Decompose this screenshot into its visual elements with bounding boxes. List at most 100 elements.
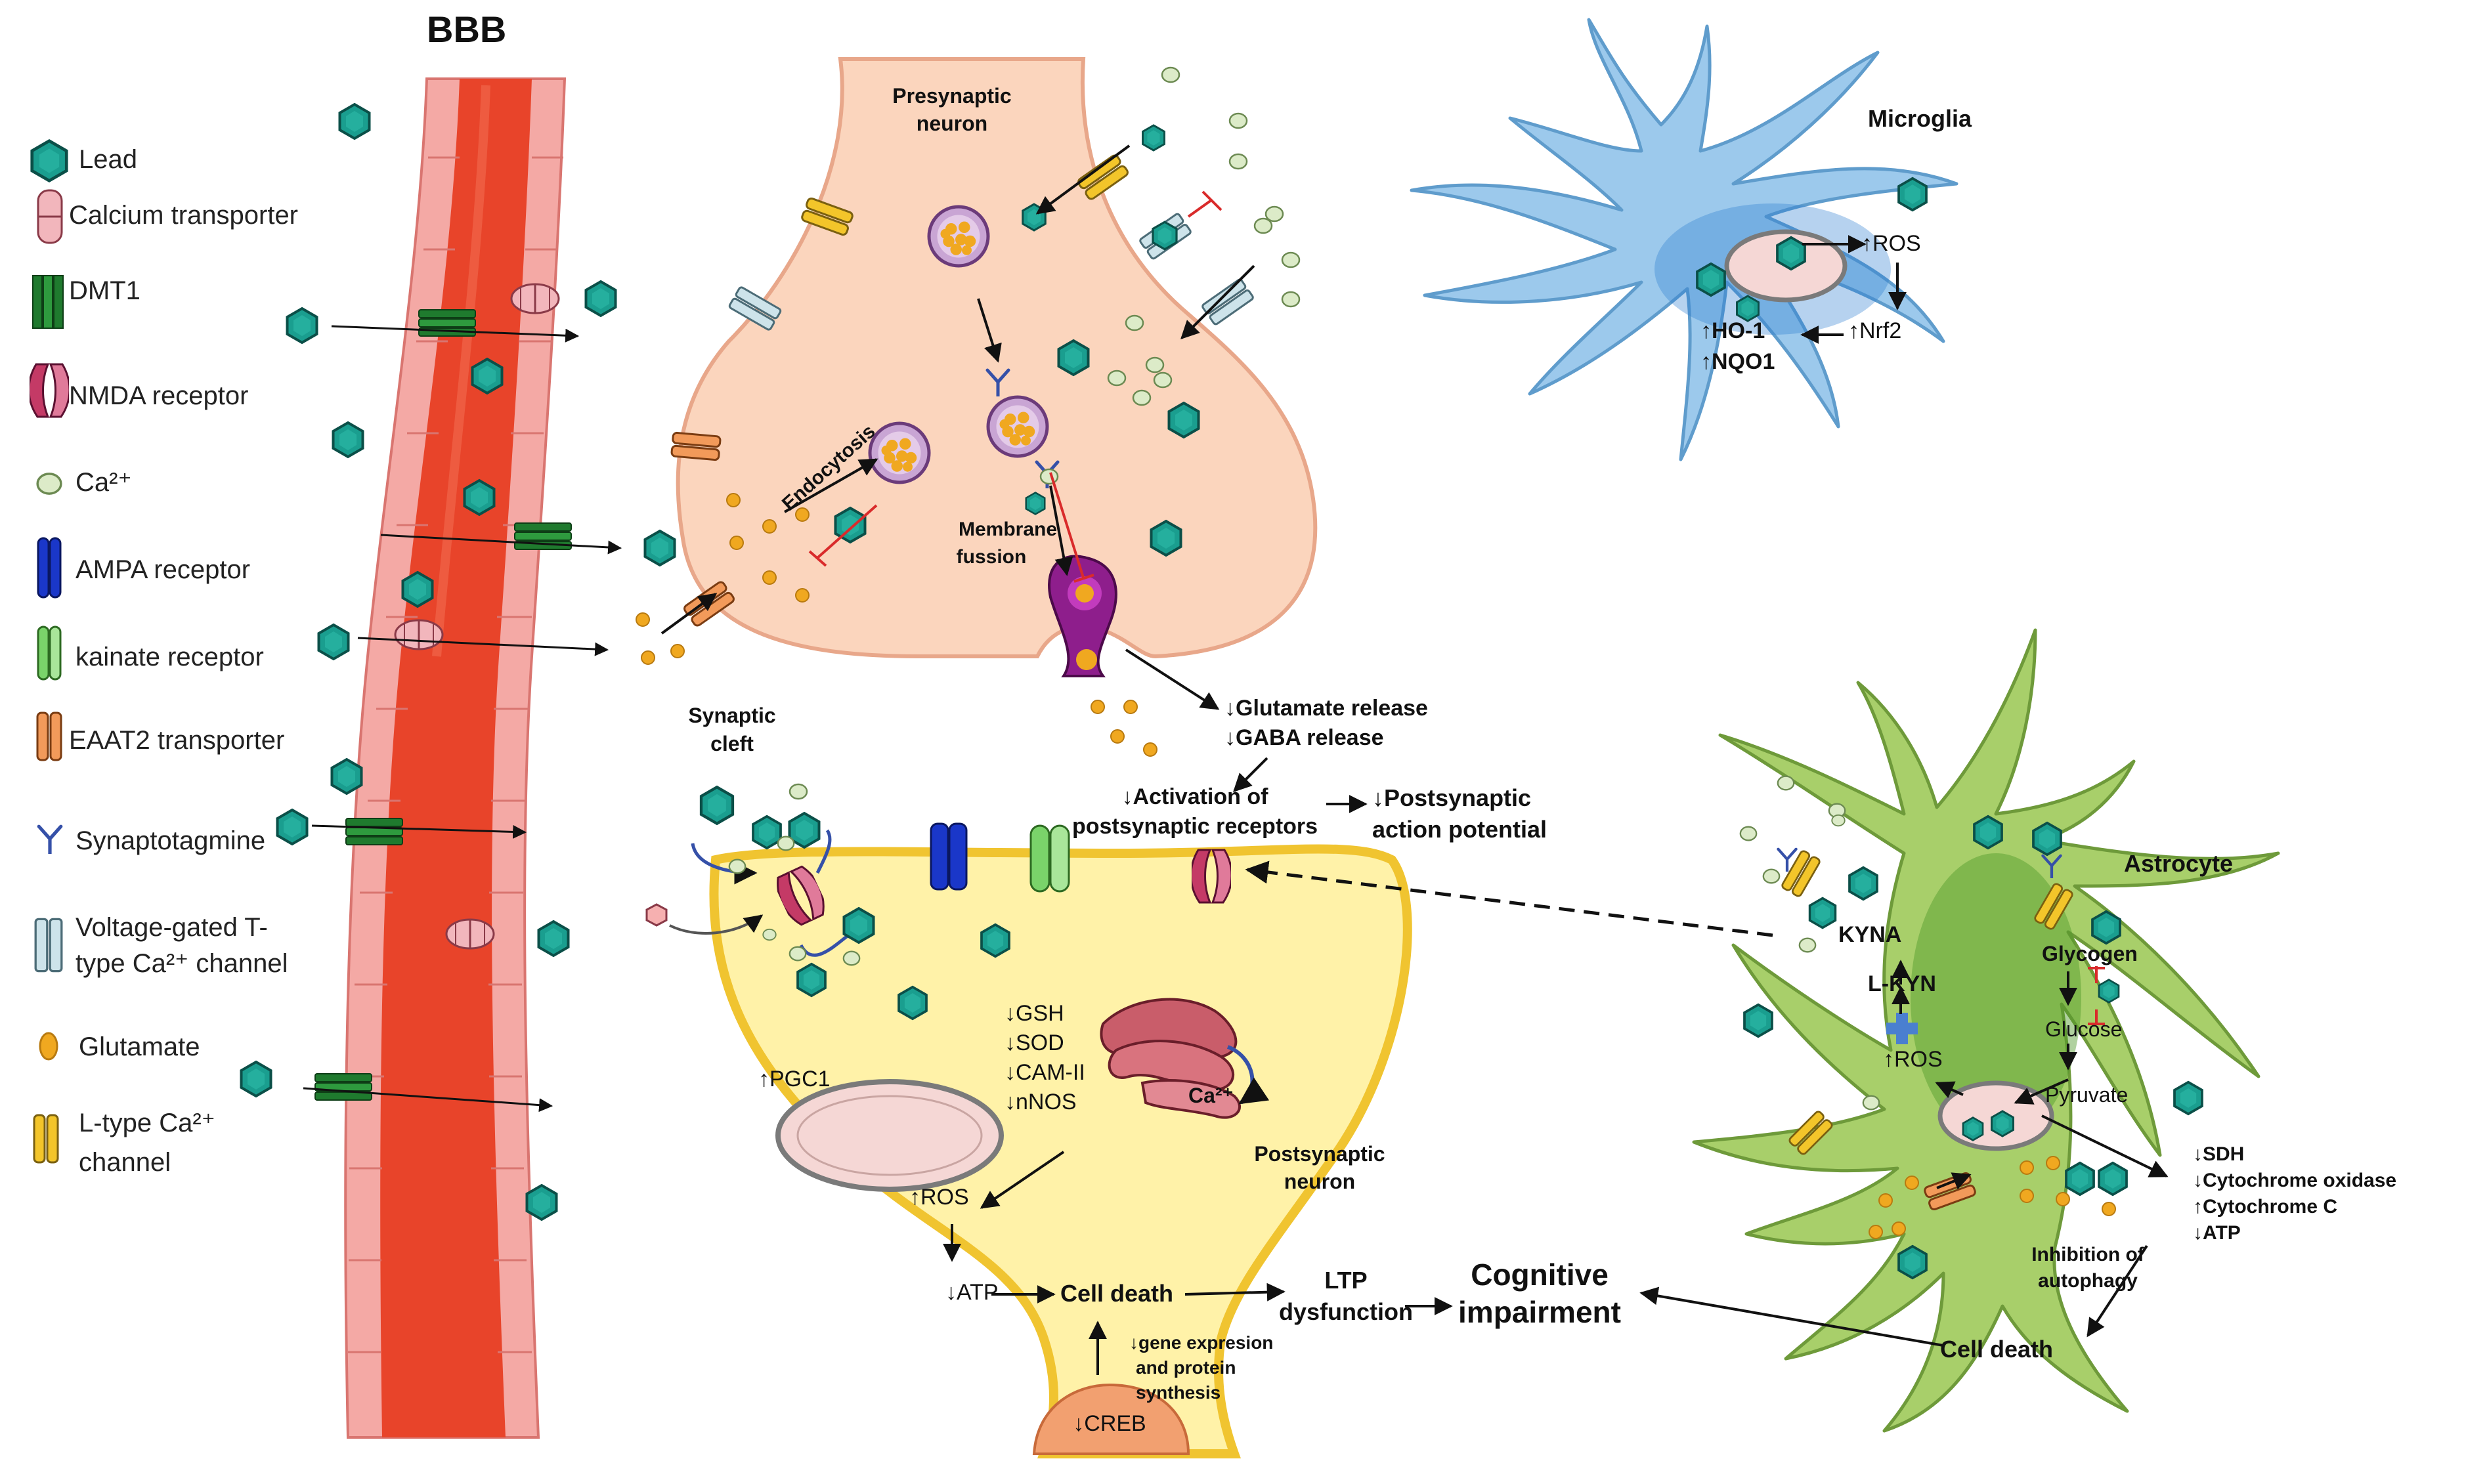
vesicle-endocytosis (870, 423, 929, 482)
membrane-label-line1: Membrane (958, 519, 1058, 540)
presynaptic-title-line2: neuron (916, 112, 988, 135)
vesicle-1 (929, 207, 988, 266)
postsynaptic-title-line2: neuron (1284, 1170, 1356, 1193)
astrocyte-ros-label: ↑ROS (1883, 1047, 1943, 1072)
legend-calcium-transporter-label: Calcium transporter (69, 201, 299, 230)
astrocyte-channels (1778, 849, 2075, 1212)
presynaptic-arrows (660, 144, 1255, 710)
pyruvate-label: Pyruvate (2045, 1083, 2129, 1107)
cyto-oxidase-label: ↓Cytochrome oxidase (2193, 1170, 2397, 1191)
astrocyte-inhibition (2088, 966, 2105, 1025)
sdh-label: ↓SDH (2193, 1143, 2245, 1165)
microglia-cell (1410, 18, 1958, 461)
legend-vgtt-icon (35, 919, 62, 971)
cam-label: ↓CAM-II (1005, 1060, 1085, 1085)
legend-glutamate-label: Glutamate (79, 1032, 200, 1061)
calcium-transporter-2 (394, 619, 444, 650)
ampa-receptor (930, 822, 968, 891)
creb-label: ↓CREB (1073, 1411, 1146, 1436)
legend-vgtt-label-line1: Voltage-gated T- (76, 913, 268, 942)
legend-ltype-label-line1: L-type Ca²⁺ (79, 1109, 215, 1137)
gaba-release-label: ↓GABA release (1224, 725, 1384, 750)
microglia-arrows (1800, 235, 1907, 344)
gene-label-line1: ↓gene expresion (1129, 1332, 1274, 1353)
astrocyte-atp-label: ↓ATP (2193, 1222, 2241, 1244)
legend-kainate-label: kainate receptor (76, 643, 264, 671)
legend-ca-label: Ca²⁺ (76, 468, 132, 497)
activation-label-line2: postsynaptic receptors (1071, 814, 1318, 839)
microglia-ros-label: ↑ROS (1861, 231, 1921, 256)
bbb-transport-arrows (303, 325, 622, 1113)
astrocyte-cell-death-label: Cell death (1940, 1336, 2054, 1363)
legend-lead-icon (32, 141, 67, 181)
kyna-dashed-arrow (1245, 860, 1773, 937)
microglia-ho1-label: ↑HO-1 (1700, 318, 1765, 343)
cyto-c-label: ↑Cytochrome C (2193, 1196, 2338, 1218)
inhibition-label-line2: autophagy (2038, 1270, 2138, 1292)
legend-nmda-icon (30, 363, 69, 418)
legend-calcium-transporter-icon (37, 189, 63, 244)
ltp-label-line1: LTP (1324, 1267, 1368, 1294)
pgc1-label: ↑PGC1 (758, 1067, 831, 1092)
nnos-label: ↓nNOS (1005, 1090, 1077, 1114)
legend-nmda-label: NMDA receptor (69, 381, 249, 410)
astrocyte-cell (1692, 628, 2280, 1433)
microglia-title: Microglia (1868, 105, 1972, 132)
vesicle-2 (988, 397, 1047, 456)
microglia-nqo1-label: ↑NQO1 (1700, 349, 1775, 374)
glycogen-label: Glycogen (2042, 942, 2138, 965)
legend-synaptotagmine-icon (39, 826, 60, 854)
postsynaptic-arrows (943, 757, 1453, 1375)
postsynaptic-receptors (770, 822, 1231, 929)
legend-kainate-icon (37, 625, 62, 681)
creb-nucleus (1032, 1383, 1190, 1455)
legend-ampa-icon (37, 537, 62, 599)
gene-label-line2: and protein (1136, 1357, 1236, 1378)
activation-label-line1: ↓Activation of (1121, 784, 1268, 809)
lkyn-label: L-KYN (1868, 971, 1936, 996)
glucose-label: Glucose (2045, 1017, 2123, 1041)
ca2-label: Ca²⁺ (1188, 1084, 1234, 1107)
postsynaptic-mitochondrion (775, 1079, 1004, 1192)
legend-ltype-label-line2: channel (79, 1148, 171, 1177)
legend-icons (30, 141, 69, 1162)
calcium-transporter-1 (510, 283, 560, 314)
post-cell-death-label: Cell death (1060, 1280, 1174, 1307)
inhibition-label-line1: Inhibition of (2031, 1244, 2144, 1265)
gene-label-line3: synthesis (1136, 1382, 1221, 1403)
postsynaptic-ap-label-line2: action potential (1372, 816, 1547, 843)
legend-eaat2-icon (36, 711, 62, 761)
legend-eaat2-label: EAAT2 transporter (69, 726, 285, 755)
presynaptic-inhibition (808, 190, 1222, 583)
glutamate-release-label: ↓Glutamate release (1224, 696, 1428, 721)
endoplasmic-reticulum (1100, 998, 1270, 1119)
ltp-label-line2: dysfunction (1279, 1298, 1413, 1325)
legend-dmt1-icon (32, 275, 64, 329)
astrocyte-arrows (1639, 960, 2169, 1347)
calcium-transporter-3 (445, 918, 495, 950)
bbb-title: BBB (427, 9, 507, 50)
post-ros-label: ↑ROS (909, 1185, 969, 1210)
legend-ltype-icon (34, 1115, 58, 1162)
sod-label: ↓SOD (1005, 1030, 1064, 1055)
kyna-label: KYNA (1838, 922, 1902, 947)
membrane-label-line2: fussion (956, 546, 1027, 568)
postsynaptic-ap-label-line1: ↓Postsynaptic (1372, 784, 1532, 811)
astrocyte-nucleus (1911, 853, 2081, 1142)
legend-glutamate-icon (39, 1032, 58, 1061)
microglia-nrf2-label: ↑Nrf2 (1848, 318, 1902, 343)
legend-lead-label: Lead (79, 145, 137, 174)
legend-vgtt-label-line2: type Ca²⁺ channel (76, 949, 288, 978)
astrocyte-title: Astrocyte (2124, 850, 2234, 877)
legend-ampa-label: AMPA receptor (76, 555, 251, 584)
fusing-vesicle (1048, 555, 1117, 677)
synaptic-cleft-label-line2: cleft (710, 732, 754, 755)
vessel-wall-segments (348, 156, 563, 1353)
gsh-label: ↓GSH (1005, 1001, 1064, 1026)
lead-blue-cross (1886, 1013, 1918, 1044)
presynaptic-title-line1: Presynaptic (892, 84, 1012, 108)
legend-ca-icon (36, 473, 62, 495)
cognitive-label-line2: impairment (1458, 1295, 1621, 1329)
blood-vessel (344, 77, 567, 1439)
legend-synaptotagmine-label: Synaptotagmine (76, 826, 266, 855)
